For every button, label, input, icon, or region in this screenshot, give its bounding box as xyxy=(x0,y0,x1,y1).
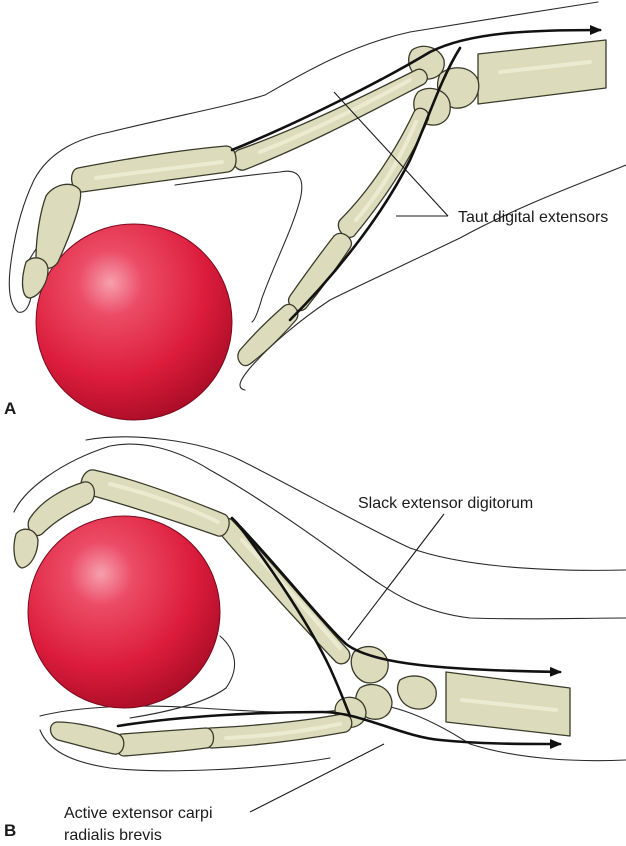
leader-a-1 xyxy=(333,91,449,217)
hand-outline-a-palm xyxy=(239,164,626,391)
proximal-phalanx-b2 xyxy=(114,727,215,757)
tendon-b-extensor-digitorum xyxy=(230,516,562,677)
panel-b: Slack extensor digitorum Active extensor… xyxy=(4,436,626,844)
tendon-a-top xyxy=(230,25,602,152)
hand-outline-a xyxy=(8,1,599,313)
middle-phalanx-a xyxy=(35,183,82,269)
panel-label-b: B xyxy=(4,821,16,840)
ulna-b xyxy=(397,675,437,710)
hand-outline-b-thumb xyxy=(39,729,331,772)
distal-phalanx-a2 xyxy=(237,303,299,367)
tendon-a-lower xyxy=(288,46,462,322)
hand-outline-b-top xyxy=(85,436,626,571)
annotation-active-ecrb-line1: Active extensor carpi xyxy=(64,805,213,822)
ball-a xyxy=(35,223,233,421)
proximal-phalanx-a2 xyxy=(287,232,353,312)
leader-b-active xyxy=(249,743,385,813)
tendon-b-inner xyxy=(234,520,352,718)
distal-phalanx-b xyxy=(13,528,39,569)
metacarpal-b-lower xyxy=(202,713,353,749)
annotation-active-ecrb-line2: radialis brevis xyxy=(64,827,162,844)
hand-outline-a-thumb xyxy=(174,170,303,323)
distal-phalanx-b2 xyxy=(49,721,125,755)
panel-a: Taut digital extensors A xyxy=(4,1,626,421)
hand-outline-b-palm xyxy=(129,635,236,719)
panel-label-a: A xyxy=(4,399,16,418)
annotation-slack-extensor: Slack extensor digitorum xyxy=(358,495,533,512)
ball-b xyxy=(27,515,221,709)
radius-a xyxy=(477,39,607,105)
leader-b-slack xyxy=(347,513,445,641)
hand-outline-b xyxy=(13,443,626,620)
annotation-taut-extensors: Taut digital extensors xyxy=(458,209,608,226)
carpal-b-1 xyxy=(350,645,389,684)
tendon-b-ecrb xyxy=(116,710,562,749)
distal-phalanx-a xyxy=(21,257,49,299)
